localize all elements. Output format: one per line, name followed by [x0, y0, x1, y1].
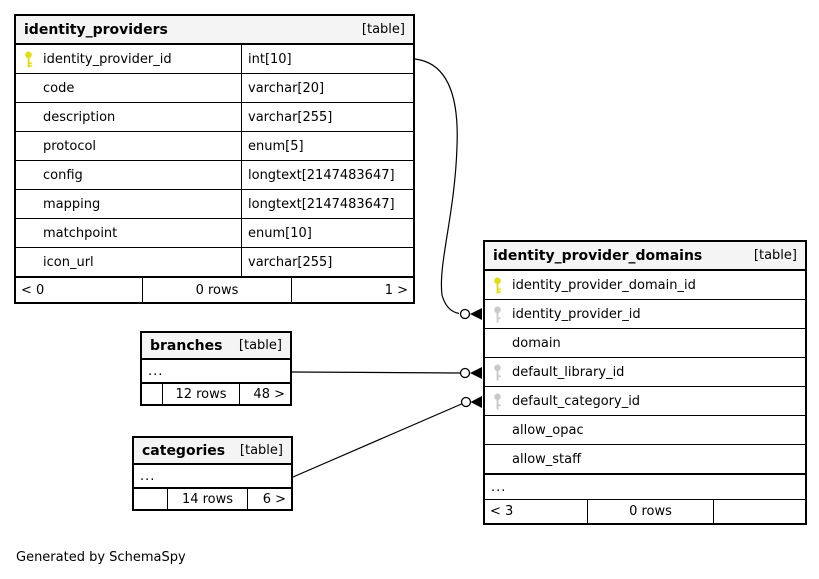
table-title[interactable]: identity_providers: [24, 21, 168, 38]
column-row: identity_provider_id int[10]: [16, 45, 413, 73]
column-type-label: longtext[2147483647]: [241, 161, 413, 189]
column-row: config longtext[2147483647]: [16, 160, 413, 189]
column-row: default_category_id: [485, 386, 805, 415]
related-children-cell: 6 >: [262, 491, 286, 507]
primary-key-icon: [24, 51, 34, 68]
table-branches[interactable]: branches [table] ... 12 rows 48 >: [140, 331, 292, 406]
column-name-label: mapping: [43, 196, 101, 212]
column-name-label: config: [43, 167, 83, 183]
column-name-label: icon_url: [43, 254, 94, 270]
table-header[interactable]: identity_provider_domains [table]: [485, 242, 805, 271]
foreign-key-icon: [493, 306, 503, 323]
table-header[interactable]: categories [table]: [134, 438, 291, 465]
column-type-label: longtext[2147483647]: [241, 190, 413, 218]
table-title[interactable]: branches: [150, 337, 223, 354]
table-header[interactable]: branches [table]: [142, 333, 290, 360]
column-type-label: varchar[255]: [241, 103, 413, 131]
table-header[interactable]: identity_providers [table]: [16, 16, 413, 45]
column-name-label: description: [43, 109, 116, 125]
table-title[interactable]: categories: [142, 442, 226, 459]
column-name-label: default_library_id: [512, 364, 625, 380]
column-row: description varchar[255]: [16, 102, 413, 131]
column-row: protocol enum[5]: [16, 131, 413, 160]
table-tag: [table]: [238, 338, 282, 353]
table-identity-provider-domains[interactable]: identity_provider_domains [table] identi…: [483, 240, 807, 525]
column-name-label: allow_staff: [512, 451, 582, 467]
zero-or-one-circle: [459, 308, 471, 320]
column-type-label: varchar[20]: [241, 74, 413, 102]
edge-arrowhead-icon: [470, 396, 482, 408]
generated-by-note: Generated by SchemaSpy: [16, 550, 186, 565]
related-parents-cell: < 3: [485, 500, 588, 523]
related-parents-cell: < 0: [16, 278, 143, 302]
relationship-categories-to-domains: [292, 396, 482, 478]
column-row: domain: [485, 328, 805, 357]
foreign-key-icon: [493, 393, 503, 410]
table-tag: [table]: [753, 248, 797, 263]
related-children-cell: 1 >: [384, 282, 408, 298]
column-row: mapping longtext[2147483647]: [16, 189, 413, 218]
column-type-label: int[10]: [241, 45, 413, 73]
foreign-key-icon: [493, 364, 503, 381]
rows-count-cell: 14 rows: [168, 489, 248, 509]
hidden-columns-ellipsis: ...: [148, 363, 164, 379]
column-name-label: allow_opac: [512, 422, 584, 438]
column-name-label: domain: [512, 335, 561, 351]
table-identity-providers[interactable]: identity_providers [table] identity_prov…: [14, 14, 415, 304]
zero-or-one-circle: [459, 367, 471, 379]
relationship-branches-to-domains: [291, 367, 482, 379]
column-type-label: enum[5]: [241, 132, 413, 160]
table-categories[interactable]: categories [table] ... 14 rows 6 >: [132, 436, 293, 511]
edge-arrowhead-icon: [470, 367, 482, 379]
column-name-label: code: [43, 80, 75, 96]
column-row: matchpoint enum[10]: [16, 218, 413, 247]
rows-count-cell: 12 rows: [163, 384, 240, 404]
primary-key-icon: [493, 277, 503, 294]
column-row: allow_staff: [485, 444, 805, 473]
column-row: identity_provider_id: [485, 299, 805, 328]
column-row: identity_provider_domain_id: [485, 271, 805, 299]
table-stats-row: < 0 0 rows 1 >: [16, 276, 413, 302]
rows-count-cell: 0 rows: [143, 278, 292, 302]
column-row: allow_opac: [485, 415, 805, 444]
zero-or-one-circle: [460, 396, 472, 408]
related-children-cell: [714, 500, 805, 523]
table-tag: [table]: [239, 443, 283, 458]
hidden-columns-ellipsis: ...: [140, 468, 156, 484]
column-row: icon_url varchar[255]: [16, 247, 413, 276]
table-stats-row: 14 rows 6 >: [134, 487, 291, 509]
table-tag: [table]: [361, 22, 405, 37]
relationship-identity-providers-to-domains: [414, 58, 482, 320]
column-name-label: matchpoint: [43, 225, 118, 241]
column-row: code varchar[20]: [16, 73, 413, 102]
related-parents-cell: [134, 489, 168, 509]
column-name-label: identity_provider_domain_id: [512, 277, 696, 293]
table-stats-row: < 3 0 rows: [485, 499, 805, 523]
table-title[interactable]: identity_provider_domains: [493, 247, 703, 264]
column-type-label: varchar[255]: [241, 248, 413, 276]
rows-count-cell: 0 rows: [588, 500, 714, 523]
column-row: default_library_id: [485, 357, 805, 386]
related-children-cell: 48 >: [253, 386, 285, 402]
related-parents-cell: [142, 384, 163, 404]
column-name-label: default_category_id: [512, 393, 641, 409]
column-type-label: enum[10]: [241, 219, 413, 247]
edge-arrowhead-icon: [470, 308, 482, 320]
column-name-label: identity_provider_id: [43, 51, 172, 67]
table-stats-row: 12 rows 48 >: [142, 382, 290, 404]
column-name-label: identity_provider_id: [512, 306, 641, 322]
hidden-columns-ellipsis: ...: [485, 473, 805, 499]
column-name-label: protocol: [43, 138, 97, 154]
